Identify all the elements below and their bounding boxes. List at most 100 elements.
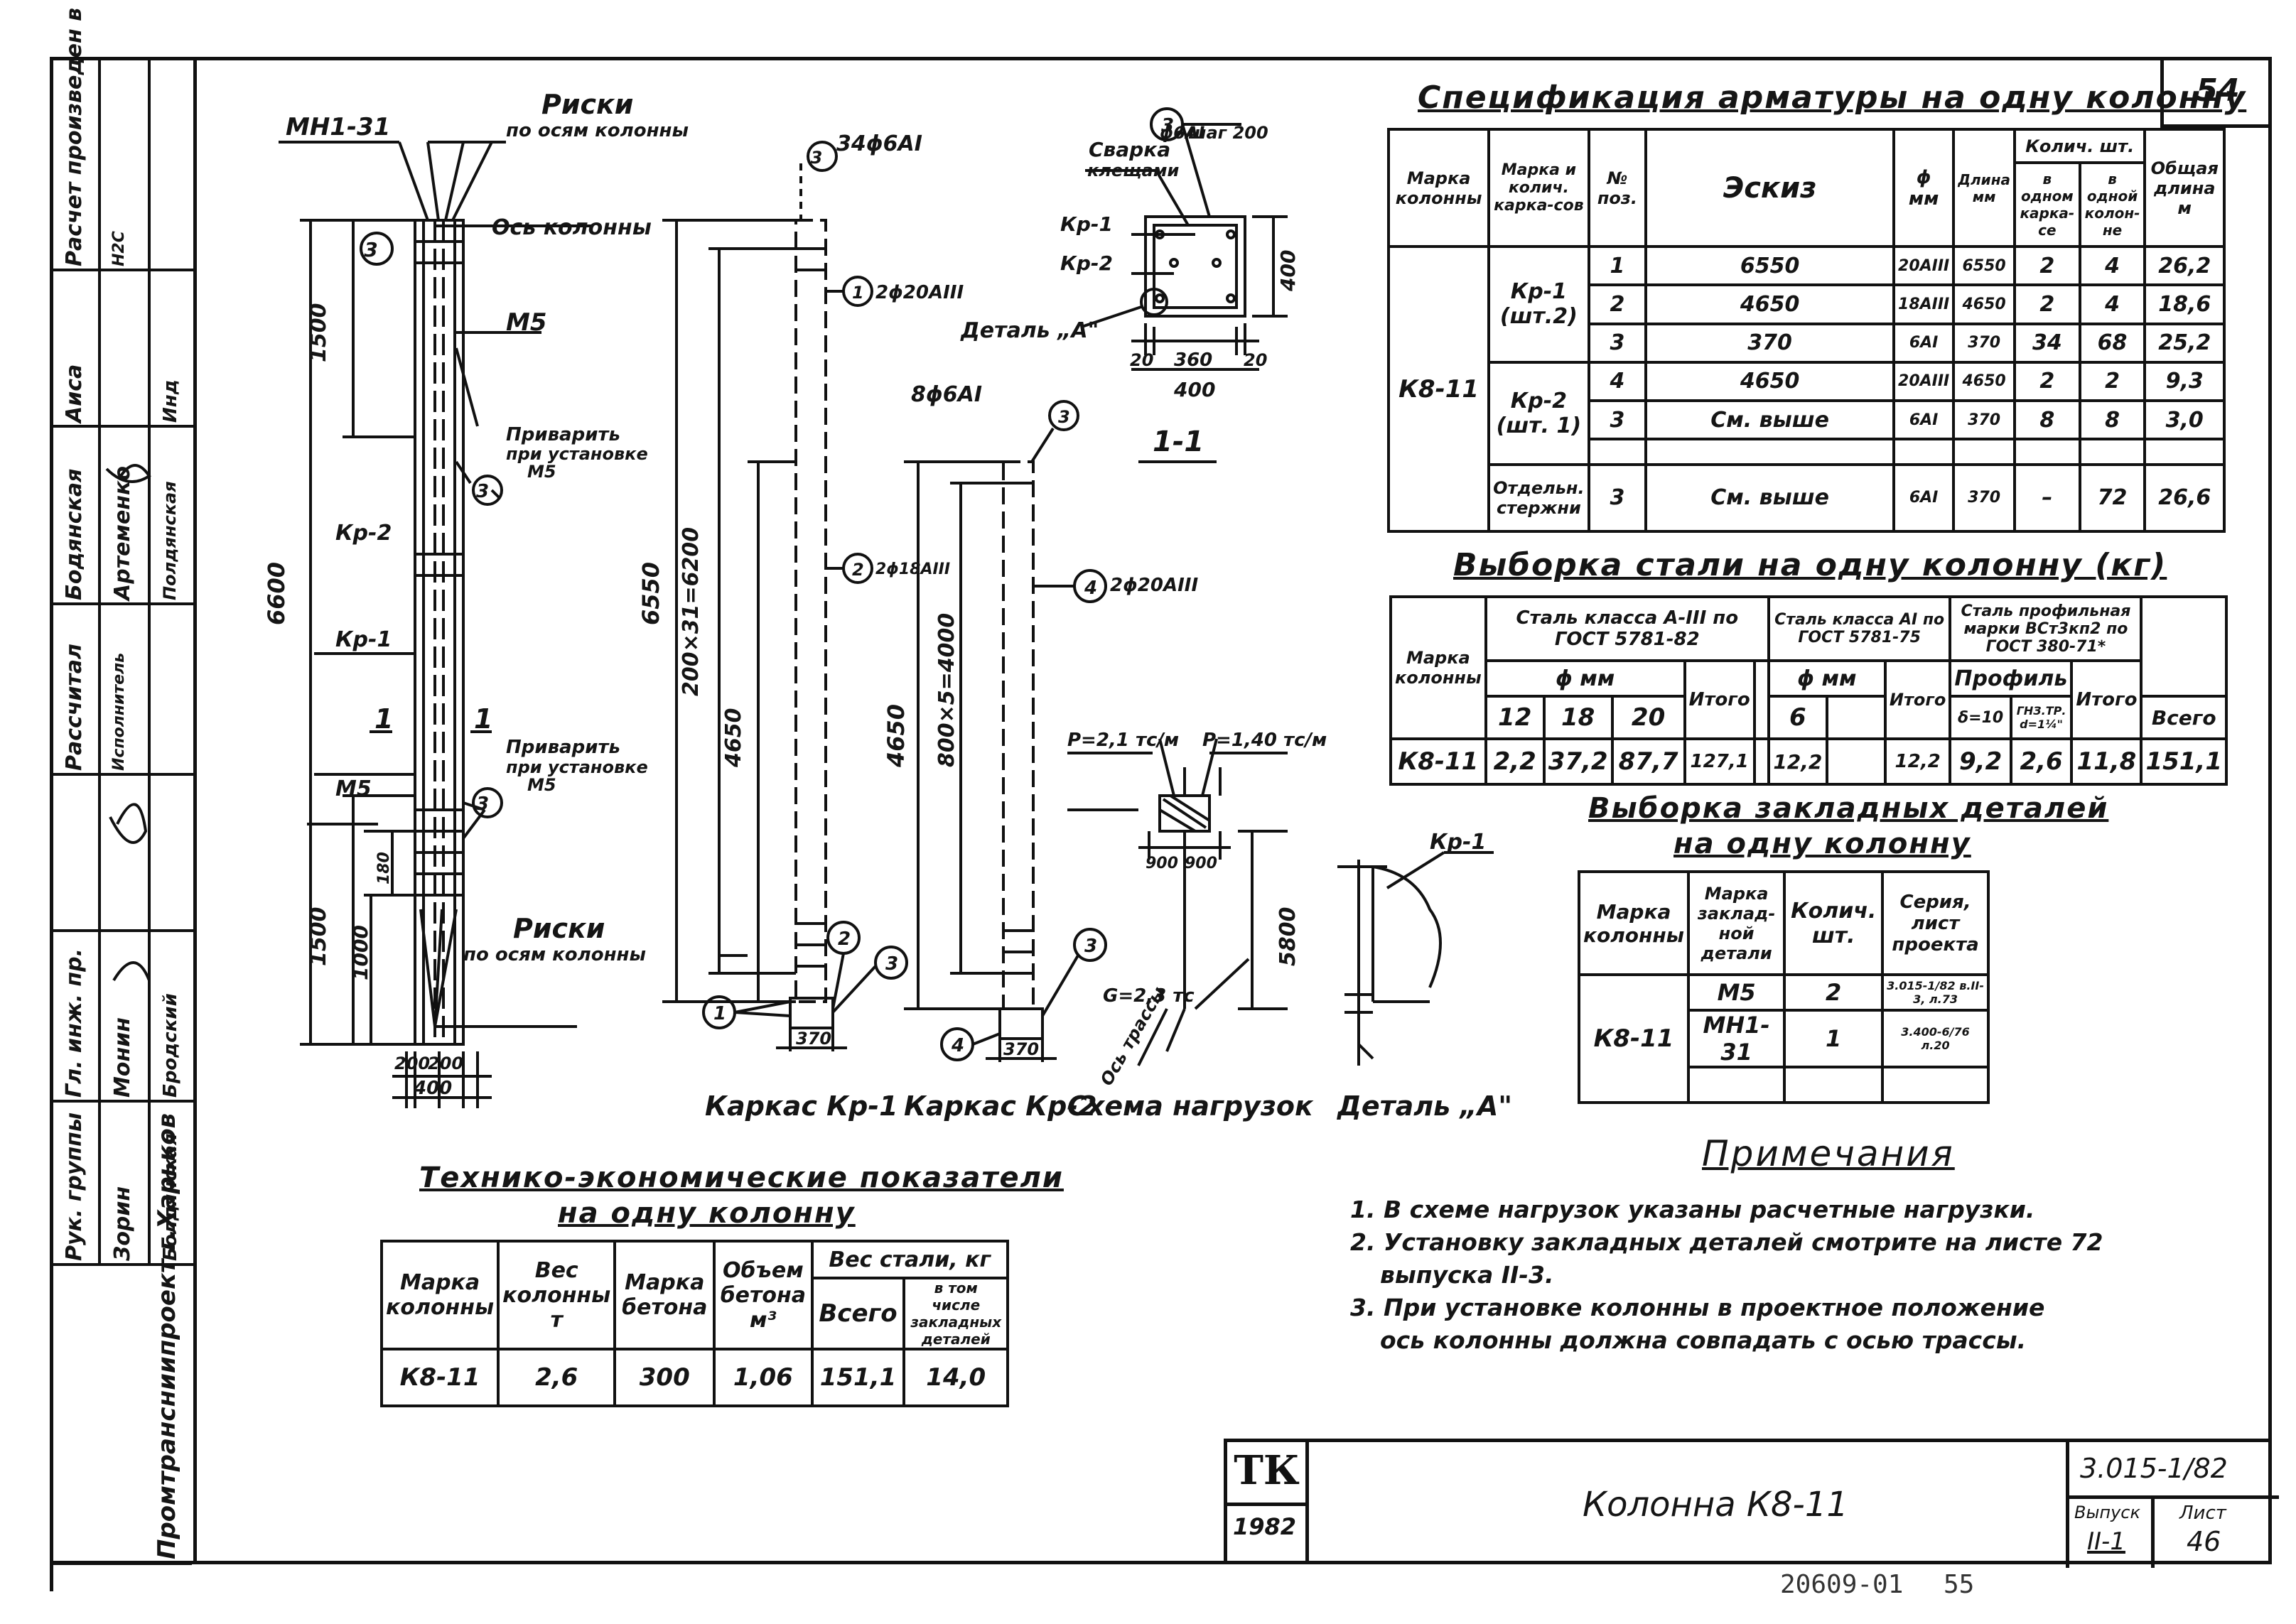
k1-title: Каркас Кр-1 — [705, 1090, 898, 1122]
steel-h-mark: Марка колонны — [1389, 595, 1487, 740]
privarit-bot-3: М5 — [527, 775, 556, 795]
spec-table: Марка колонны Марка и колич. карка-сов №… — [1386, 127, 2226, 534]
spec-h-phi: ϕ мм — [1892, 127, 1956, 249]
tep-h-beton: Марка бетона — [613, 1240, 716, 1350]
k2-h: 4650 — [883, 704, 910, 768]
embed-table: Марка колонны Марка заклад-ной детали Ко… — [1578, 870, 1990, 1104]
load-scheme-view — [1067, 738, 1288, 1066]
tep-zakl: 14,0 — [902, 1348, 1009, 1407]
steel-pr2: 2,6 — [2009, 737, 2074, 786]
vypusk: II-1 — [2087, 1527, 2125, 1556]
stamp-name-5: Артеменко — [110, 466, 135, 600]
steel-all: 151,1 — [2140, 737, 2228, 786]
stamp-name-3: Монин — [110, 1017, 135, 1098]
svg-text:4: 4 — [1084, 578, 1097, 599]
tep-h-zakl: в том числе закладных деталей — [902, 1277, 1009, 1350]
spec-r3-pos: 3 — [1587, 322, 1648, 364]
spec-r1-q1: 2 — [2013, 245, 2081, 287]
tep-mark: К8-11 — [379, 1348, 500, 1407]
stamp-name2-4: Исполнитель — [110, 652, 128, 771]
load-g: G=2,3 тс — [1103, 985, 1195, 1007]
vypusk-label: Выпуск — [2074, 1503, 2140, 1522]
privarit-bot-2: при установке — [506, 757, 648, 777]
svg-text:1: 1 — [713, 1003, 726, 1024]
svg-text:3: 3 — [1161, 115, 1174, 136]
notes-title: Примечания — [1702, 1133, 1955, 1174]
k2-w: 370 — [1003, 1039, 1039, 1059]
k1-top: 34ϕ6АI — [836, 131, 922, 156]
sheet-number-top: 54 — [2196, 72, 2240, 109]
detA-kr: Кр-1 — [1430, 830, 1486, 855]
spec-r6-len: 370 — [1952, 462, 2017, 534]
spec-r3-tot: 25,2 — [2143, 322, 2226, 364]
stamp-name-1: Н2С — [110, 231, 128, 266]
spec-r3-q1: 34 — [2013, 322, 2081, 364]
spec-col-mark: К8-11 — [1386, 245, 1491, 533]
steel-h-phi1: ϕ мм — [1484, 659, 1686, 698]
frame-kr2-view — [904, 400, 1107, 1062]
svg-text:3: 3 — [885, 953, 898, 975]
spec-h-karkas: Марка и колич. карка-сов — [1487, 127, 1590, 249]
embed-r1-ser: 3.015-1/82 в.II-3, л.73 — [1881, 973, 1990, 1012]
spec-r2-len: 4650 — [1952, 283, 2017, 325]
stamp-role-3: Гл. инж. пр. — [62, 948, 87, 1098]
steel-it2: 12,2 — [1883, 737, 1952, 786]
spec-r6-d: 6АI — [1892, 462, 1956, 534]
steel-title: Выборка стали на одну колонну (кг) — [1453, 547, 2167, 583]
left-stamp: Расчет произведен в ОИТИТРЕ Н2С Аиса Инд… — [50, 0, 193, 1564]
steel-v6: 12,2 — [1767, 737, 1828, 786]
riski-top: Риски — [541, 89, 633, 120]
spec-r5-q2: 8 — [2078, 399, 2147, 441]
kr1-label: Кр-1 — [335, 627, 392, 652]
sec-kr2: Кр-2 — [1060, 251, 1113, 275]
stamp-role-1: Расчет произведен в ОИТИТРЕ — [62, 0, 87, 266]
sec-stir: ϕ6АI — [1160, 123, 1204, 143]
k1-h: 6550 — [637, 562, 664, 625]
col-mark-label: МН1-31 — [286, 113, 390, 141]
sec-mark-right: 1 — [474, 703, 492, 735]
notes-list: 1. В схеме нагрузок указаны расчетные на… — [1350, 1193, 2103, 1357]
steel-h-p1: δ=10 — [1949, 695, 2012, 740]
spec-r3-len: 370 — [1952, 322, 2017, 364]
h1500-bot: 1500 — [306, 907, 331, 967]
svg-text:4: 4 — [951, 1035, 964, 1056]
drawings-svg: МН1-31 Риски по осям колонны Ось колонны… — [263, 89, 1512, 1122]
embed-h-det: Марка заклад-ной детали — [1686, 870, 1786, 976]
spec-r5-q1: 8 — [2013, 399, 2081, 441]
steel-h-itogo1: Итого — [1683, 659, 1756, 740]
spec-r4-tot: 9,3 — [2143, 360, 2226, 403]
d400: 400 — [413, 1078, 452, 1099]
steel-h-itogo2: Итого — [1883, 659, 1952, 740]
embed-h-mark: Марка колонны — [1578, 870, 1690, 976]
drawing-frame — [193, 57, 2272, 1564]
spec-r2-q1: 2 — [2013, 283, 2081, 325]
series: 3.015-1/82 — [2080, 1453, 2228, 1484]
section-1-1-view — [1081, 107, 1288, 463]
k1-w: 370 — [796, 1029, 831, 1049]
sec-400: 400 — [1173, 378, 1215, 401]
tep-title-2: на одну колонну — [558, 1197, 856, 1230]
privarit-top-2: при установке — [506, 444, 648, 464]
k1-p2: 2ϕ18АIII — [875, 561, 950, 578]
sec-title: 1-1 — [1153, 426, 1204, 458]
embed-h-qty: Колич. шт. — [1783, 870, 1885, 976]
load-title: Схема нагрузок — [1067, 1090, 1314, 1122]
list-number: 46 — [2187, 1526, 2221, 1557]
svg-text:3: 3 — [1058, 407, 1070, 427]
stamp-role-6: Аиса — [62, 364, 87, 423]
steel-it1: 127,1 — [1683, 737, 1756, 786]
spec-r2-d: 18АIII — [1892, 283, 1956, 325]
k2-title: Каркас Кр-2 — [904, 1090, 1097, 1122]
spec-r4-pos: 4 — [1587, 360, 1648, 403]
spec-r1-pos: 1 — [1587, 245, 1648, 287]
spec-r5-pos: 3 — [1587, 399, 1648, 441]
bottom-page: 55 — [1944, 1570, 1975, 1599]
h180: 180 — [375, 852, 393, 884]
tep-title-1: Технико-экономические показатели — [419, 1162, 1064, 1194]
spec-r1-q2: 4 — [2078, 245, 2147, 287]
stamp-name2-5: Полдянская — [160, 481, 180, 600]
svg-text:3: 3 — [1084, 936, 1097, 957]
sec-h400: 400 — [1276, 250, 1300, 292]
tep-h-obem: Объем бетона м³ — [713, 1240, 814, 1350]
spec-title: Спецификация арматуры на одну колонну — [1418, 80, 2247, 116]
